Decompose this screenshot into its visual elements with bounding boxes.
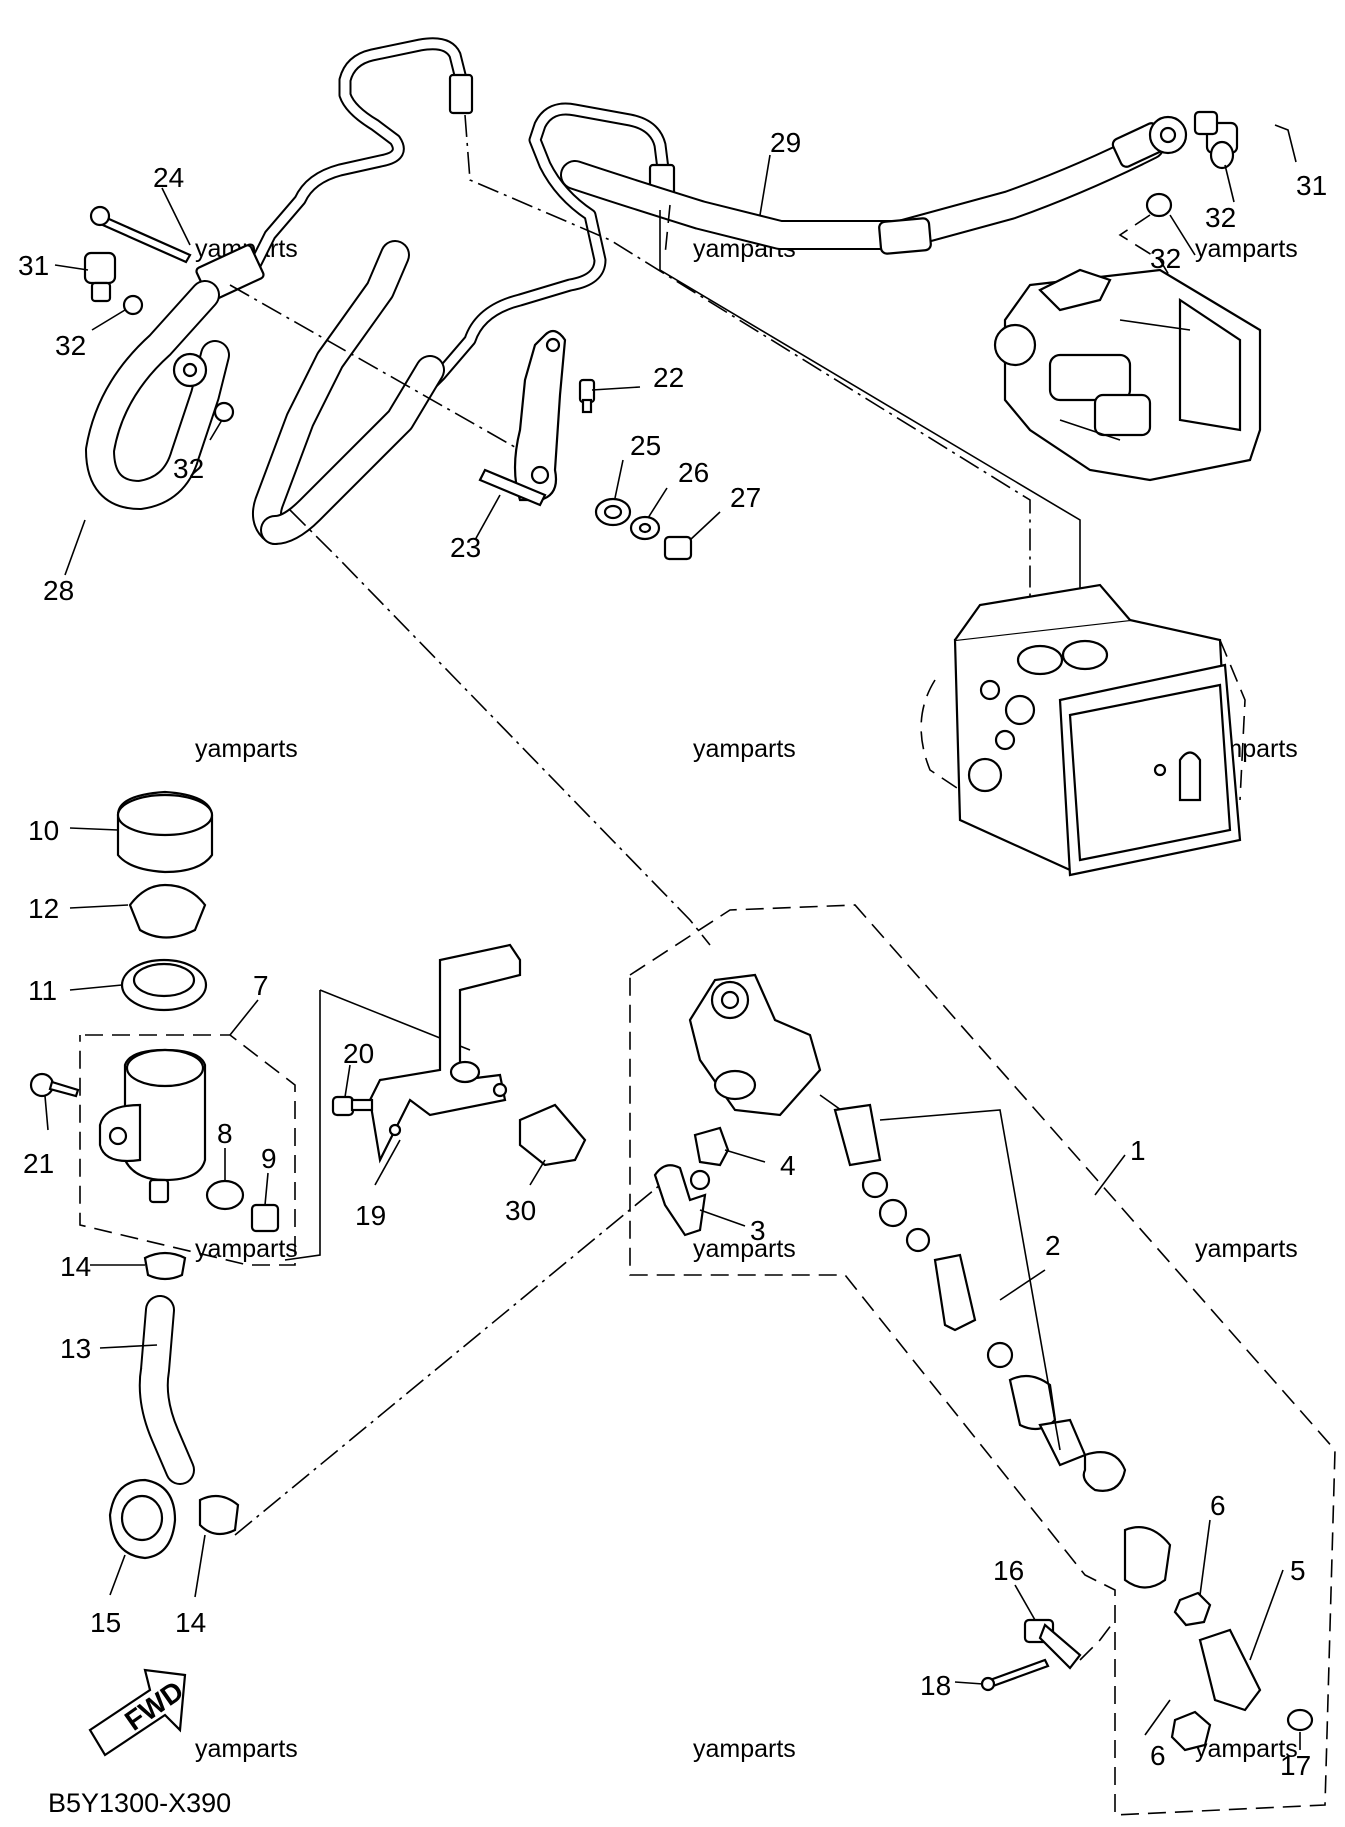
callout-28: 28 bbox=[43, 575, 74, 606]
callout-13: 13 bbox=[60, 1333, 91, 1364]
callout-10: 10 bbox=[28, 815, 59, 846]
watermark: yamparts bbox=[195, 1235, 298, 1263]
bracket bbox=[368, 943, 522, 1164]
push-rod bbox=[1038, 1418, 1087, 1467]
callout-25: 25 bbox=[630, 430, 661, 461]
callout-2: 2 bbox=[1045, 1230, 1061, 1261]
callout-7: 7 bbox=[253, 970, 269, 1001]
nut bbox=[663, 535, 693, 561]
brake-pipe-assembly bbox=[85, 37, 1188, 545]
watermark: yamparts bbox=[195, 1735, 298, 1763]
nut bbox=[1170, 1710, 1212, 1752]
callout-leaders bbox=[44, 124, 1301, 1750]
union-bolt bbox=[83, 251, 117, 285]
copper-washer bbox=[213, 401, 235, 423]
hose-joint bbox=[653, 1164, 707, 1237]
watermark: yamparts bbox=[1195, 235, 1298, 263]
callout-29: 29 bbox=[770, 127, 801, 158]
callout-6a: 6 bbox=[1210, 1490, 1226, 1521]
copper-washer bbox=[1209, 140, 1235, 170]
washer bbox=[1286, 1708, 1314, 1732]
cup-seal bbox=[878, 1198, 908, 1228]
callout-32a: 32 bbox=[55, 330, 86, 361]
copper-washer bbox=[1145, 192, 1173, 218]
diagram-code: B5Y1300-X390 bbox=[48, 1788, 231, 1818]
screw bbox=[29, 1072, 55, 1098]
callout-31b: 31 bbox=[1296, 170, 1327, 201]
copper-washer bbox=[122, 294, 144, 316]
cup-seal bbox=[861, 1171, 889, 1199]
diaphragm-holder bbox=[128, 883, 207, 939]
callout-26: 26 bbox=[678, 457, 709, 488]
callout-19: 19 bbox=[355, 1200, 386, 1231]
watermark: yamparts bbox=[693, 1735, 796, 1763]
callout-14b: 14 bbox=[175, 1607, 206, 1638]
reservoir-group bbox=[29, 790, 296, 1560]
banjo-hole bbox=[1159, 126, 1177, 144]
boot bbox=[1123, 1526, 1172, 1589]
callout-32b: 32 bbox=[173, 453, 204, 484]
top-left-fasteners bbox=[83, 110, 1239, 423]
washer bbox=[986, 1341, 1014, 1369]
reservoir-hose-joint-cap bbox=[693, 1126, 730, 1167]
hose-clip bbox=[143, 1251, 187, 1281]
banjo-hole bbox=[182, 362, 198, 378]
grommet bbox=[205, 1179, 245, 1211]
reservoir-bracket-group bbox=[284, 943, 587, 1261]
collar bbox=[250, 1203, 280, 1233]
watermark: yamparts bbox=[195, 735, 298, 763]
circlip bbox=[1082, 1451, 1127, 1492]
master-cylinder-body bbox=[688, 973, 822, 1117]
cotter-pin bbox=[988, 1658, 1050, 1688]
switch-connector bbox=[518, 1103, 587, 1167]
callout-labels: 1 2 3 4 5 6 6 7 8 9 10 11 12 13 14 14 15… bbox=[18, 127, 1327, 1781]
callout-24: 24 bbox=[153, 162, 184, 193]
callout-22: 22 bbox=[653, 362, 684, 393]
hose-bracket-group bbox=[478, 329, 693, 561]
watermark: yamparts bbox=[1195, 1735, 1298, 1763]
callout-31a: 31 bbox=[18, 250, 49, 281]
nut bbox=[1173, 1591, 1212, 1627]
callout-14a: 14 bbox=[60, 1251, 91, 1282]
callout-21: 21 bbox=[23, 1148, 54, 1179]
callout-4: 4 bbox=[780, 1150, 796, 1181]
abs-hydraulic-unit bbox=[920, 583, 1246, 877]
callout-6b: 6 bbox=[1150, 1740, 1166, 1771]
screw bbox=[331, 1095, 355, 1117]
callout-20: 20 bbox=[343, 1038, 374, 1069]
brake-caliper bbox=[993, 268, 1262, 482]
pipe-union-nut bbox=[448, 73, 474, 115]
callout-32c: 32 bbox=[1205, 202, 1236, 233]
spring bbox=[833, 1103, 882, 1167]
callout-23: 23 bbox=[450, 532, 481, 563]
callout-30: 30 bbox=[505, 1195, 536, 1226]
forward-direction-arrow: FWD bbox=[88, 1668, 189, 1757]
screw bbox=[578, 378, 596, 404]
hose-ferrule bbox=[878, 217, 932, 255]
hose-clip bbox=[198, 1494, 240, 1536]
callout-27: 27 bbox=[730, 482, 761, 513]
watermark: yamparts bbox=[693, 1235, 796, 1263]
callout-9: 9 bbox=[261, 1143, 277, 1174]
watermark: yamparts bbox=[1195, 1235, 1298, 1263]
callout-17: 17 bbox=[1280, 1750, 1311, 1781]
callout-3: 3 bbox=[750, 1215, 766, 1246]
callout-1: 1 bbox=[1130, 1135, 1146, 1166]
callout-32d: 32 bbox=[1150, 243, 1181, 274]
callout-5: 5 bbox=[1290, 1555, 1306, 1586]
master-cylinder-group bbox=[629, 904, 1336, 1816]
callout-12: 12 bbox=[28, 893, 59, 924]
piston bbox=[933, 1253, 977, 1332]
callout-11: 11 bbox=[28, 975, 57, 1006]
callout-15: 15 bbox=[90, 1607, 121, 1638]
clevis bbox=[1198, 1628, 1262, 1712]
callout-16: 16 bbox=[993, 1555, 1024, 1586]
callout-18: 18 bbox=[920, 1670, 951, 1701]
callout-8: 8 bbox=[217, 1118, 233, 1149]
watermark: yamparts bbox=[693, 735, 796, 763]
washer bbox=[905, 1227, 931, 1253]
